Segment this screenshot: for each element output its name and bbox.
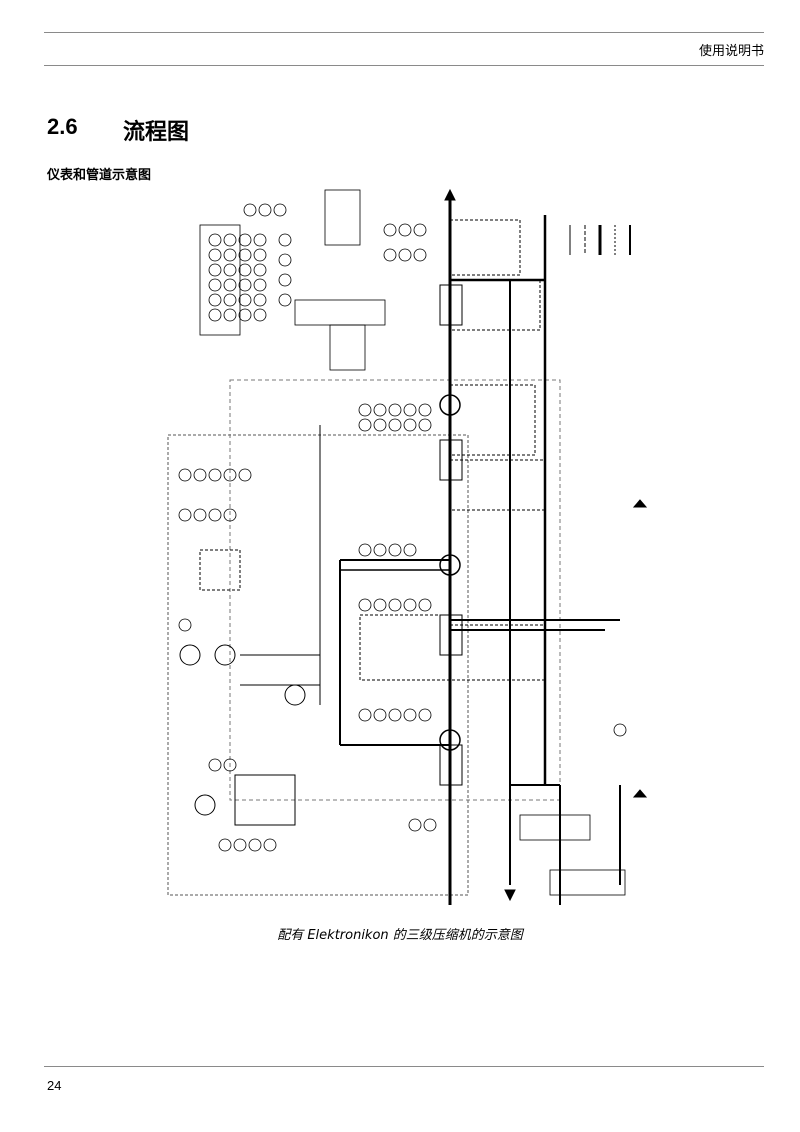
section-number: 2.6 <box>47 114 78 139</box>
figure-caption: 配有 Elektronikon 的三级压缩机的示意图 <box>277 928 523 943</box>
page-number: 24 <box>47 1078 62 1093</box>
footer-rule <box>44 1066 764 1067</box>
subheading: 仪表和管道示意图 <box>47 168 152 183</box>
header-rule-top <box>44 32 764 33</box>
header-title: 使用说明书 <box>698 44 764 59</box>
pid-diagram <box>167 188 648 905</box>
section-title: 流程图 <box>123 120 190 145</box>
header-rule-bottom <box>44 65 764 66</box>
